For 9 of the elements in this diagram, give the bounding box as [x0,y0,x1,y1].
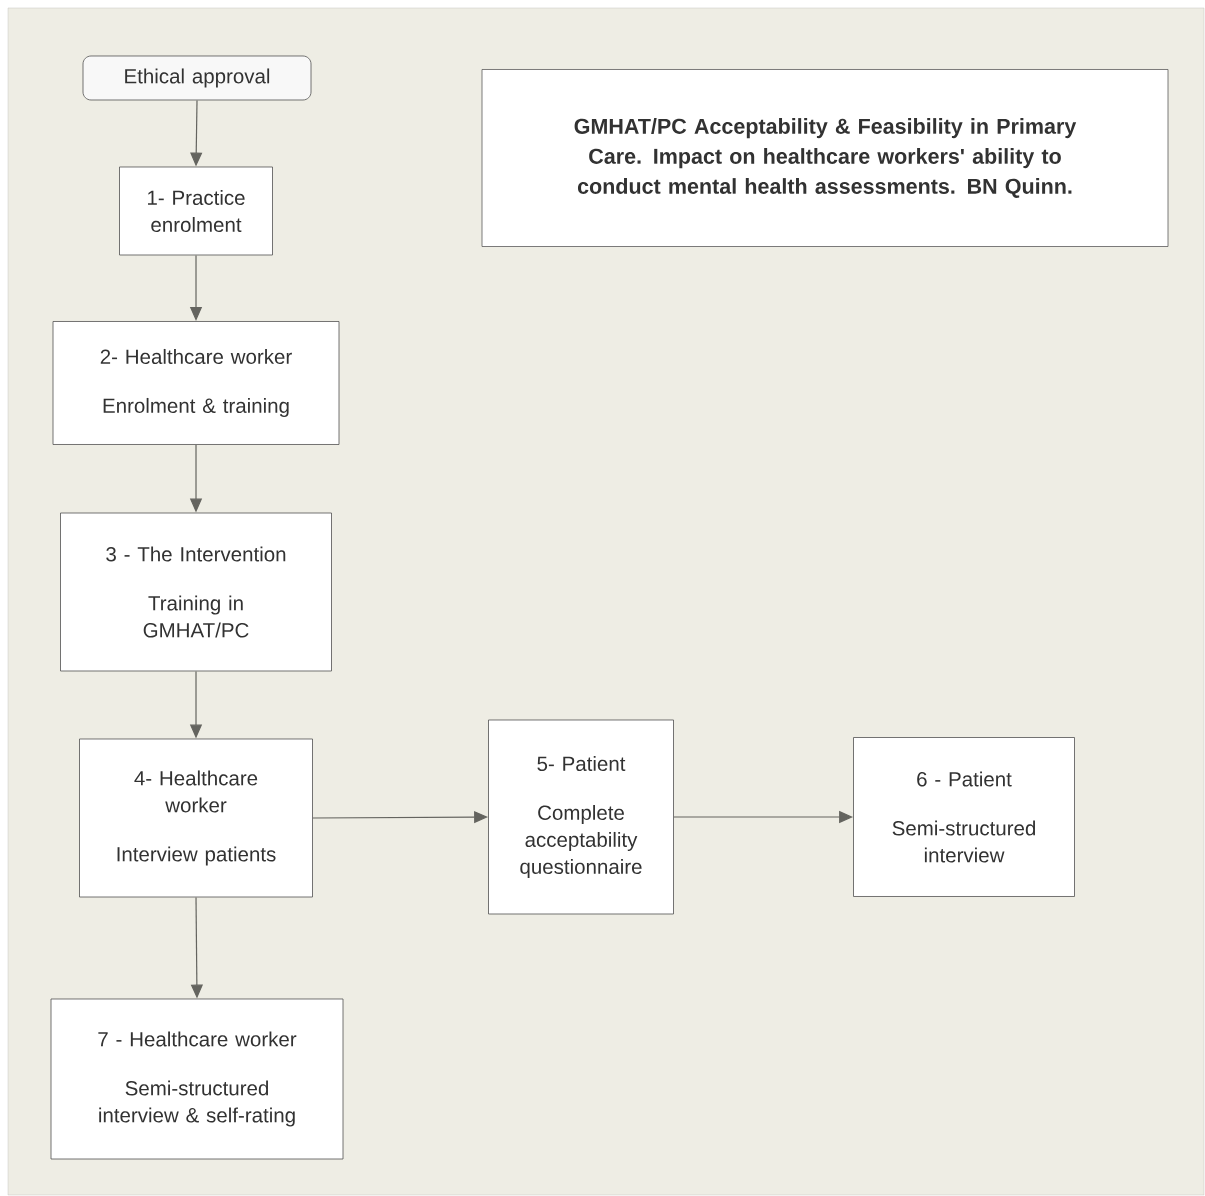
process-box: 5- Patient Complete acceptability questionnaire [488,719,674,915]
process-box: 1- Practice enrolment [119,166,273,256]
process-box: 2- Healthcare worker Enrolment & training [52,321,340,445]
start-box: Ethical approval [82,55,312,101]
title-box: GMHAT/PC Acceptability & Feasibility in Primary Care. Impact on healthcare workers' ability to conduct mental health assessments. BN Quinn. [481,69,1169,247]
process-box: 7 - Healthcare worker Semi-structured interview & self-rating [50,998,344,1160]
process-box: 3 - The Intervention Training in GMHAT/PC [60,512,332,672]
process-box: 6 - Patient Semi-structured interview [853,737,1075,897]
process-box: 4- Healthcare worker Interview patients [79,738,313,898]
